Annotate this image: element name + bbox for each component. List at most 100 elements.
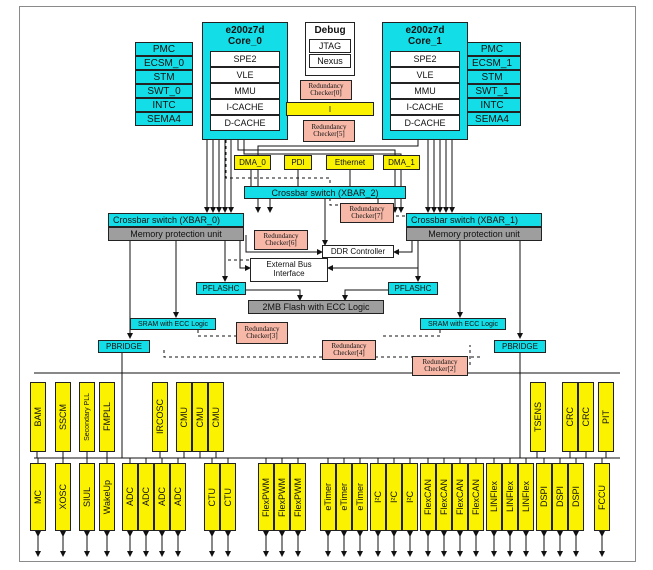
lower-periph-24: LINFlex (502, 463, 518, 531)
upper-periph-label-3: FMPLL (102, 402, 112, 432)
core0-unit-d-cache: D-CACHE (210, 115, 280, 131)
ethernet-block: Ethernet (326, 155, 374, 170)
mpu-right: Memory protection unit (406, 227, 542, 241)
lower-periph-3: WakeUp (99, 463, 115, 531)
lower-periph-26: DSPI (536, 463, 552, 531)
upper-periph-label-1: SSCM (58, 403, 68, 430)
upper-periph-3: FMPLL (99, 382, 115, 452)
right-stack-item-0: PMC (463, 42, 521, 56)
pdi-block: PDI (284, 155, 312, 170)
lower-periph-27: DSPI (552, 463, 568, 531)
i-bar: I (286, 102, 374, 116)
upper-periph-2: Secondary PLL (79, 382, 95, 452)
nexus-block: Nexus (309, 54, 351, 68)
crossbar-xbar1: Crossbar switch (XBAR_1) (406, 213, 542, 227)
lower-periph-6: ADC (154, 463, 170, 531)
upper-periph-label-4: IRCOSC (155, 399, 165, 435)
redundancy-checker-6: Redundancy Checker[6] (254, 230, 308, 250)
lower-periph-label-3: WakeUp (102, 479, 112, 515)
lower-periph-label-11: FlexPWM (277, 477, 287, 517)
lower-periph-label-21: FlexCAN (455, 478, 465, 515)
redundancy-checker-2: Redundancy Checker[2] (412, 356, 468, 376)
lower-periph-label-28: DSPI (571, 486, 581, 508)
right-stack-item-5: SEMA4 (463, 112, 521, 126)
left-stack-item-5: SEMA4 (135, 112, 193, 126)
upper-periph-6: CMU (192, 382, 208, 452)
redundancy-checker-3: Redundancy Checker[3] (236, 322, 288, 344)
upper-periph-1: SSCM (55, 382, 71, 452)
upper-periph-label-5: CMU (179, 406, 189, 428)
lower-periph-12: FlexPWM (290, 463, 306, 531)
upper-periph-7: CMU (208, 382, 224, 452)
redundancy-checker-0: Redundancy Checker[0] (300, 80, 352, 100)
lower-periph-label-15: eTimer (355, 483, 365, 511)
upper-periph-right-label-0: TSENS (533, 401, 543, 432)
core0-unit-mmu: MMU (210, 83, 280, 99)
lower-periph-label-14: eTimer (339, 483, 349, 511)
pflash-controller-left: PFLASHC (196, 282, 246, 295)
redundancy-checker-5: Redundancy Checker[5] (303, 120, 355, 142)
lower-periph-18: I²C (402, 463, 418, 531)
upper-periph-4: IRCOSC (152, 382, 168, 452)
lower-periph-label-26: DSPI (539, 486, 549, 508)
lower-periph-0: MC (30, 463, 46, 531)
upper-periph-label-7: CMU (211, 406, 221, 428)
lower-periph-19: FlexCAN (420, 463, 436, 531)
lower-periph-1: XOSC (55, 463, 71, 531)
pflash-controller-right: PFLASHC (388, 282, 438, 295)
upper-periph-label-0: BAM (33, 407, 43, 427)
lower-periph-label-4: ADC (125, 487, 135, 507)
redundancy-checker-4: Redundancy Checker[4] (322, 340, 376, 360)
lower-periph-8: CTU (204, 463, 220, 531)
lower-periph-label-0: MC (33, 490, 43, 504)
upper-periph-5: CMU (176, 382, 192, 452)
lower-periph-20: FlexCAN (436, 463, 452, 531)
upper-periph-right-label-2: CRC (581, 407, 591, 427)
lower-periph-label-9: CTU (223, 487, 233, 507)
lower-periph-label-18: I²C (405, 491, 415, 503)
core-1-title: e200z7d (405, 25, 445, 36)
lower-periph-label-23: LINFlex (489, 481, 499, 513)
ddr-controller: DDR Controller (322, 245, 394, 258)
lower-periph-16: I²C (370, 463, 386, 531)
dma-1-block: DMA_1 (383, 155, 420, 170)
lower-periph-label-24: LINFlex (505, 481, 515, 513)
debug-block: Debug JTAG Nexus (305, 22, 355, 76)
core0-unit-i-cache: I-CACHE (210, 99, 280, 115)
lower-periph-label-29: FCCU (597, 484, 607, 510)
lower-periph-14: eTimer (336, 463, 352, 531)
upper-periph-right-label-3: PIT (601, 409, 611, 424)
lower-periph-label-10: FlexPWM (261, 477, 271, 517)
lower-periph-label-2: SIUL (82, 486, 92, 507)
crossbar-xbar2: Crossbar switch (XBAR_2) (244, 186, 406, 199)
lower-periph-label-25: LINFlex (521, 481, 531, 513)
right-stack-item-3: SWT_1 (463, 84, 521, 98)
upper-periph-label-6: CMU (195, 406, 205, 428)
lower-periph-13: eTimer (320, 463, 336, 531)
lower-periph-label-17: I²C (389, 491, 399, 503)
lower-periph-label-16: I²C (373, 491, 383, 503)
pbridge-right: PBRIDGE (494, 340, 546, 353)
lower-periph-label-20: FlexCAN (439, 478, 449, 515)
core-0-subtitle: Core_0 (228, 36, 262, 47)
core1-unit-d-cache: D-CACHE (390, 115, 460, 131)
crossbar-xbar0: Crossbar switch (XBAR_0) (108, 213, 244, 227)
lower-periph-label-27: DSPI (555, 486, 565, 508)
lower-periph-22: FlexCAN (468, 463, 484, 531)
pbridge-left: PBRIDGE (98, 340, 150, 353)
upper-periph-label-2: Secondary PLL (83, 393, 91, 441)
flash-memory: 2MB Flash with ECC Logic (248, 300, 384, 314)
left-stack-item-4: INTC (135, 98, 193, 112)
upper-periph-right-2: CRC (578, 382, 594, 452)
left-stack-item-0: PMC (135, 42, 193, 56)
upper-periph-right-0: TSENS (530, 382, 546, 452)
lower-periph-9: CTU (220, 463, 236, 531)
lower-periph-23: LINFlex (486, 463, 502, 531)
mpu-left: Memory protection unit (108, 227, 244, 241)
sram-left: SRAM with ECC Logic (130, 318, 216, 330)
lower-periph-21: FlexCAN (452, 463, 468, 531)
lower-periph-29: FCCU (594, 463, 610, 531)
